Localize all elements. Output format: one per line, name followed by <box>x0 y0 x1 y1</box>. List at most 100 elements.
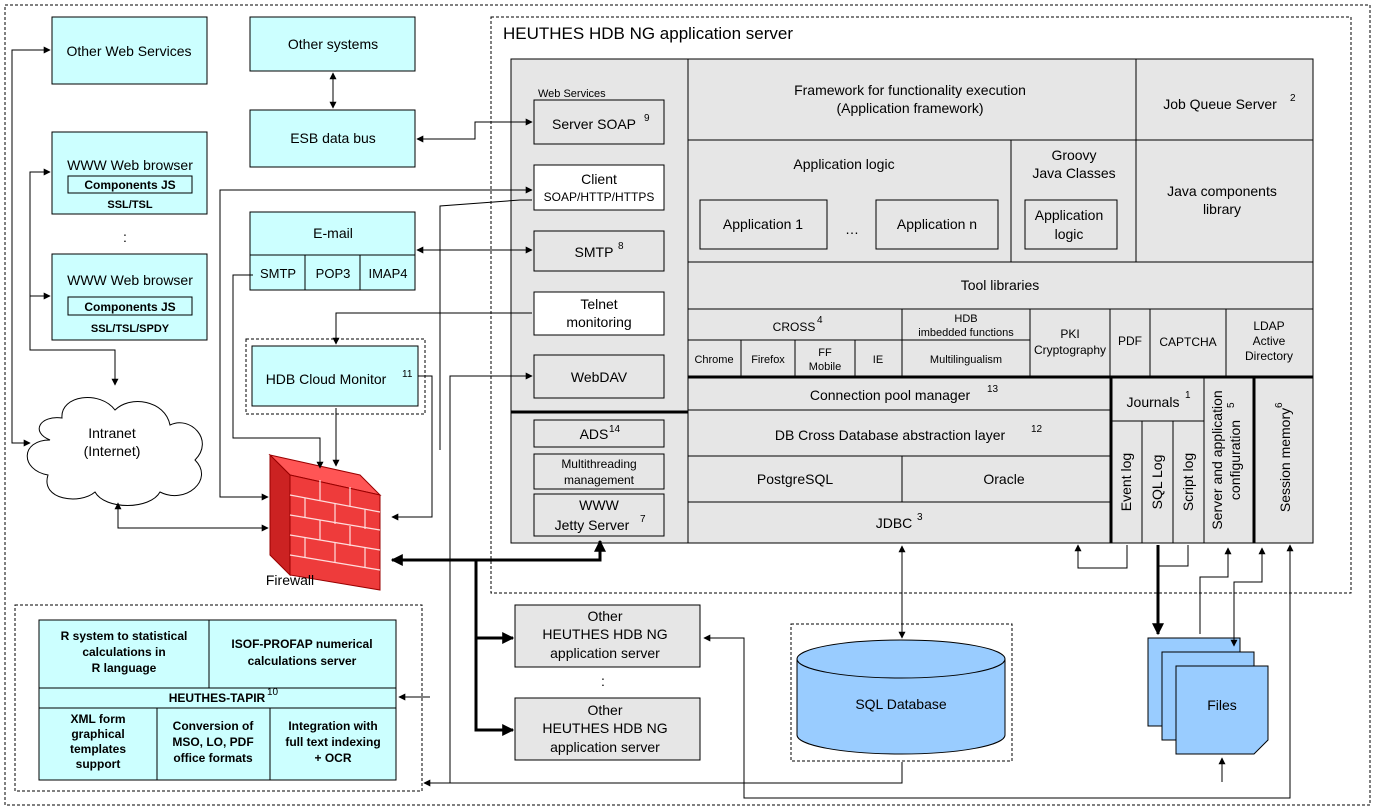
framework-line1: Framework for functionality execution <box>794 82 1026 98</box>
svg-text:Components JS: Components JS <box>84 178 175 192</box>
application-n-box: Application n <box>875 199 999 250</box>
svg-text:Files: Files <box>1207 697 1237 713</box>
svg-text:monitoring: monitoring <box>566 314 631 330</box>
svg-text:Application 1: Application 1 <box>723 216 803 232</box>
multithreading-box: Multithreading management <box>533 453 665 490</box>
java-components-line2: library <box>1203 201 1241 217</box>
svg-text:Telnet: Telnet <box>580 296 617 312</box>
smtp-box: SMTP 8 <box>533 230 665 272</box>
firewall-icon <box>268 453 382 591</box>
firewall-label: Firewall <box>266 572 314 588</box>
browser-box-1: WWW Web browser Components JS SSL/TSL <box>51 131 208 215</box>
script-log-label: Script log <box>1180 453 1196 511</box>
server-config-line2: configuration <box>1227 420 1243 500</box>
ads-box: ADS 14 <box>533 419 665 448</box>
hdb-functions-line2: imbedded functions <box>918 327 1014 339</box>
application-1-box: Application 1 <box>699 199 828 250</box>
svg-text:14: 14 <box>609 424 621 435</box>
svg-text:IMAP4: IMAP4 <box>368 266 407 281</box>
svg-text:7: 7 <box>640 514 646 525</box>
jetty-box: WWW Jetty Server 7 <box>533 493 665 537</box>
svg-text:Jetty Server: Jetty Server <box>555 517 630 533</box>
cloud-monitor-box: HDB Cloud Monitor 11 <box>251 345 419 407</box>
svg-text:MSO, LO, PDF: MSO, LO, PDF <box>172 735 253 749</box>
svg-text:management: management <box>564 473 635 487</box>
journals-label: Journals <box>1127 394 1180 410</box>
svg-text:Intranet: Intranet <box>88 425 136 441</box>
svg-text:office formats: office formats <box>173 751 253 765</box>
postgres-label: PostgreSQL <box>757 471 833 487</box>
svg-text:application server: application server <box>550 739 660 755</box>
r-system-line1: R system to statistical <box>61 629 188 643</box>
client-box: Client SOAP/HTTP/HTTPS <box>533 164 665 211</box>
svg-text:Other Web Services: Other Web Services <box>66 43 191 59</box>
svg-text:logic: logic <box>1055 226 1084 242</box>
svg-text:ESB data bus: ESB data bus <box>290 130 376 146</box>
svg-text:Other systems: Other systems <box>288 36 378 52</box>
svg-text:(Internet): (Internet) <box>84 443 141 459</box>
svg-text:calculations server: calculations server <box>248 654 357 668</box>
connectors <box>11 46 1294 799</box>
tapir-sup: 10 <box>267 687 279 698</box>
apps-ellipsis: … <box>845 221 859 237</box>
other-server-box-2: Other HEUTHES HDB NG application server <box>514 697 701 761</box>
svg-text:Components JS: Components JS <box>84 300 175 314</box>
svg-text:11: 11 <box>402 369 413 380</box>
files-stack: Files <box>1147 637 1269 755</box>
svg-text:SSL/TSL/SPDY: SSL/TSL/SPDY <box>91 323 170 335</box>
outer-border <box>4 4 1371 806</box>
dbcross-sup: 12 <box>1031 424 1043 435</box>
svg-text:E-mail: E-mail <box>313 225 353 241</box>
svg-text:Server SOAP: Server SOAP <box>552 116 636 132</box>
svg-text:Application: Application <box>1035 207 1104 223</box>
svg-text:POP3: POP3 <box>316 266 351 281</box>
svg-text:full text indexing: full text indexing <box>285 735 380 749</box>
email-box: E-mail SMTP POP3 IMAP4 <box>249 211 416 291</box>
svg-text:Application n: Application n <box>897 216 977 232</box>
browser-firefox: Firefox <box>751 354 785 366</box>
telnet-box: Telnet monitoring <box>533 291 665 336</box>
other-web-services-box: Other Web Services <box>51 16 208 85</box>
svg-text:HDB Cloud Monitor: HDB Cloud Monitor <box>266 371 387 387</box>
server-config-line1: Server and application <box>1209 390 1225 529</box>
svg-text:Integration with: Integration with <box>288 719 377 733</box>
jdbc-sup: 3 <box>917 512 923 523</box>
captcha-label: CAPTCHA <box>1159 335 1216 349</box>
jdbc-label: JDBC <box>876 515 913 531</box>
svg-text:SMTP: SMTP <box>575 244 614 260</box>
svg-text:ADS: ADS <box>580 426 609 442</box>
groovy-line2: Java Classes <box>1032 165 1115 181</box>
svg-text:ISOF-PROFAP numerical: ISOF-PROFAP numerical <box>231 637 372 651</box>
svg-text:WWW Web browser: WWW Web browser <box>67 157 193 173</box>
cross-sup: 4 <box>817 315 823 326</box>
groovy-line1: Groovy <box>1051 147 1096 163</box>
tapir-border <box>14 604 423 792</box>
other-systems-box: Other systems <box>249 16 416 72</box>
ldap-line3: Directory <box>1245 349 1293 363</box>
r-system-line3: R language <box>92 661 157 675</box>
svg-text:HEUTHES HDB NG: HEUTHES HDB NG <box>542 720 667 736</box>
svg-text:SOAP/HTTP/HTTPS: SOAP/HTTP/HTTPS <box>544 190 655 204</box>
intranet-cloud: Intranet (Internet) <box>26 397 203 506</box>
svg-text:Client: Client <box>581 171 617 187</box>
job-queue-label: Job Queue Server <box>1163 96 1277 112</box>
pki-line1: PKI <box>1060 327 1079 341</box>
sql-database-cylinder: SQL Database <box>796 639 1006 755</box>
webdav-box: WebDAV <box>533 354 665 399</box>
groovy-logic-box: Application logic <box>1024 199 1118 250</box>
browser-ff: FF <box>818 347 832 359</box>
svg-text:9: 9 <box>644 113 650 124</box>
pool-label: Connection pool manager <box>810 387 971 403</box>
ldap-line1: LDAP <box>1253 319 1284 333</box>
other-servers-dots: : <box>601 673 605 689</box>
svg-text:SMTP: SMTP <box>260 266 296 281</box>
cross-label: CROSS <box>773 320 816 334</box>
browser-box-2: WWW Web browser Components JS SSL/TSL/SP… <box>51 253 208 341</box>
journals-sup: 1 <box>1185 390 1191 401</box>
pki-line2: Cryptography <box>1034 343 1106 357</box>
svg-text:graphical: graphical <box>71 727 124 741</box>
svg-text:Multithreading: Multithreading <box>561 457 636 471</box>
tapir-label: HEUTHES-TAPIR <box>169 691 266 705</box>
